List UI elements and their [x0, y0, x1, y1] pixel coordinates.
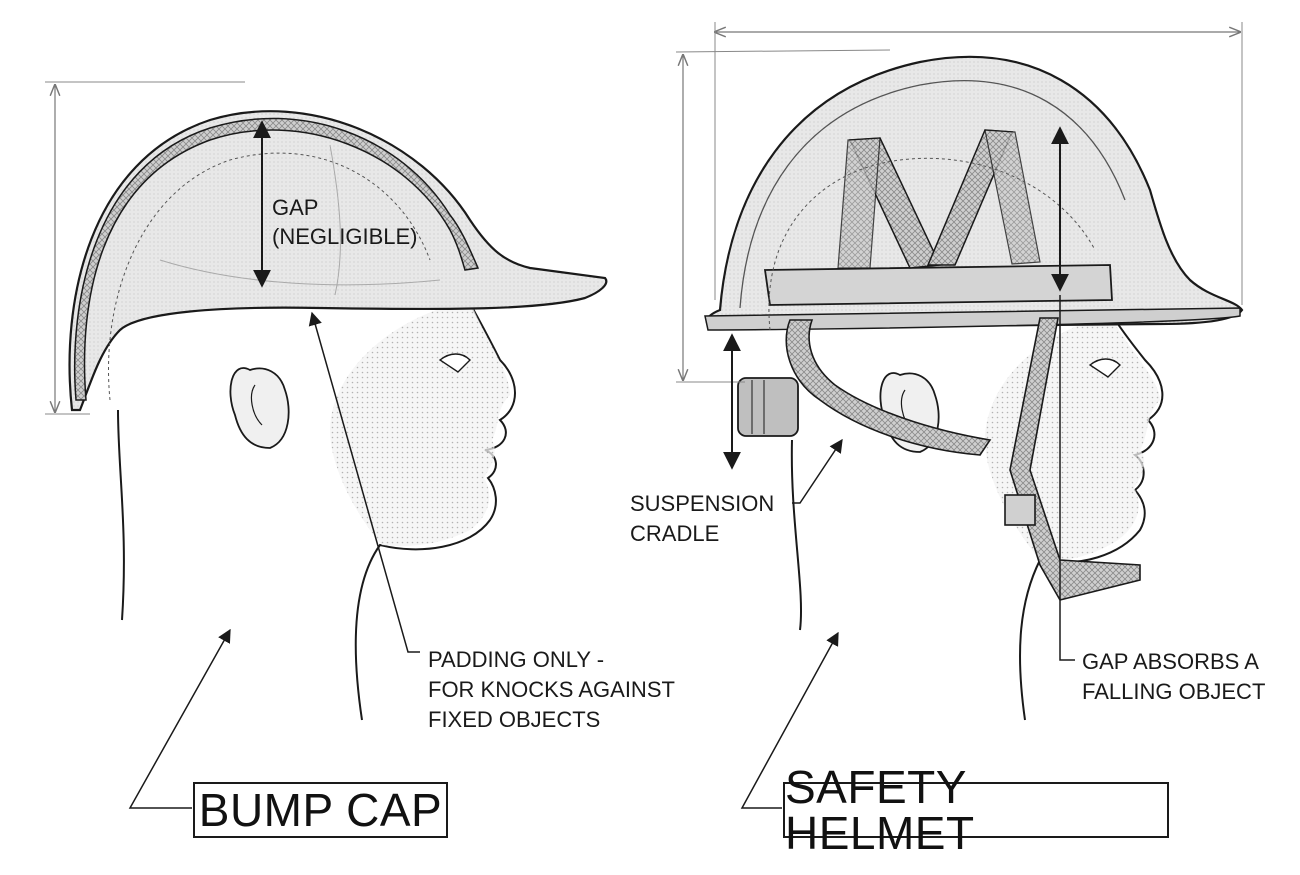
safety-helmet-title: SAFETY HELMET: [783, 764, 1169, 856]
padding-label-line1: PADDING ONLY -: [428, 647, 605, 672]
padding-label-line2: FOR KNOCKS AGAINST: [428, 677, 675, 702]
padding-label-line3: FIXED OBJECTS: [428, 707, 601, 732]
bump-cap-shell: [68, 110, 608, 412]
left-head-outline: [117, 297, 516, 721]
bump-cap-title: BUMP CAP: [193, 782, 448, 838]
suspension-label-line1: SUSPENSION: [630, 491, 775, 516]
suspension-cradle-strap: [785, 319, 992, 456]
bump-cap-gap-label-line2: (NEGLIGIBLE): [272, 224, 418, 249]
crown-strap-4: [984, 129, 1041, 265]
safety-helmet-title-leader: [740, 631, 839, 809]
crown-strap-3: [837, 137, 881, 269]
right-head-outline: [790, 311, 1164, 721]
bump-cap-padding: [73, 117, 480, 401]
suspension-leader-line: [792, 438, 843, 504]
ratchet-knob: [737, 377, 799, 437]
left-face-shade: [330, 300, 510, 547]
chin-buckle: [1004, 494, 1036, 526]
bump-cap-figure: [45, 81, 608, 809]
bump-cap-title-leader: [128, 628, 231, 809]
gap-absorbs-leader-line: [1059, 295, 1075, 661]
left-ear: [229, 367, 290, 449]
gap-absorbs-label-line2: FALLING OBJECT: [1082, 679, 1266, 704]
padding-leader-line: [308, 311, 420, 653]
suspension-headband: [763, 264, 1113, 306]
gap-absorbs-label-line1: GAP ABSORBS A: [1082, 649, 1259, 674]
bump-cap-gap-label-line1: GAP: [272, 195, 319, 220]
safety-helmet-figure: [675, 22, 1244, 809]
suspension-label-line2: CRADLE: [630, 521, 720, 546]
